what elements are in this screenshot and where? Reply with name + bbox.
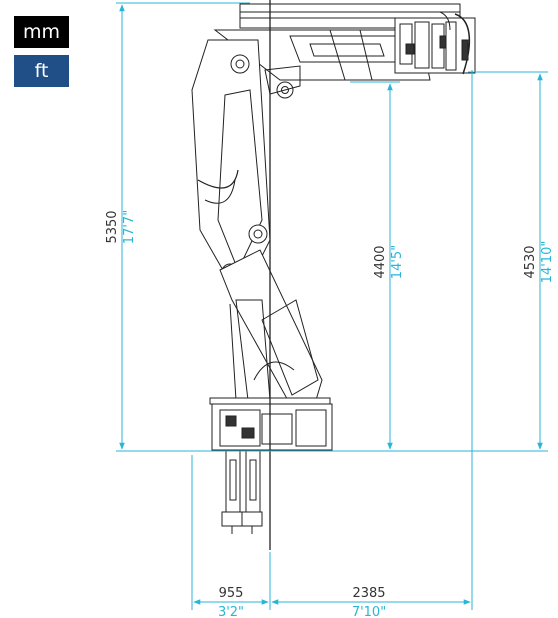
unit-ft-button[interactable]: ft (14, 55, 69, 87)
rear-width-ft: 3'2" (218, 605, 244, 618)
tip-height-mm: 4530 (523, 245, 538, 278)
unit-ft-label: ft (34, 60, 49, 82)
dimension-labels: 5350 17'7" 4400 14'5" 4530 14'10" 955 3'… (105, 210, 555, 618)
crane-base (209, 397, 333, 451)
tip-height-ft: 14'10" (540, 241, 555, 284)
boom-height-mm: 4400 (373, 245, 388, 278)
front-width-mm: 2385 (352, 586, 385, 601)
lower-arm (219, 249, 323, 405)
total-height-mm: 5350 (105, 210, 120, 243)
unit-mm-label: mm (22, 21, 61, 43)
total-height-ft: 17'7" (122, 210, 137, 244)
crane-outline (191, 3, 476, 534)
front-width-ft: 7'10" (352, 605, 386, 618)
boom-height-ft: 14'5" (390, 245, 405, 279)
unit-mm-button[interactable]: mm (14, 16, 69, 48)
stabilizer-legs (221, 449, 263, 534)
boom-package (213, 3, 476, 81)
rear-width-mm: 955 (219, 586, 244, 601)
